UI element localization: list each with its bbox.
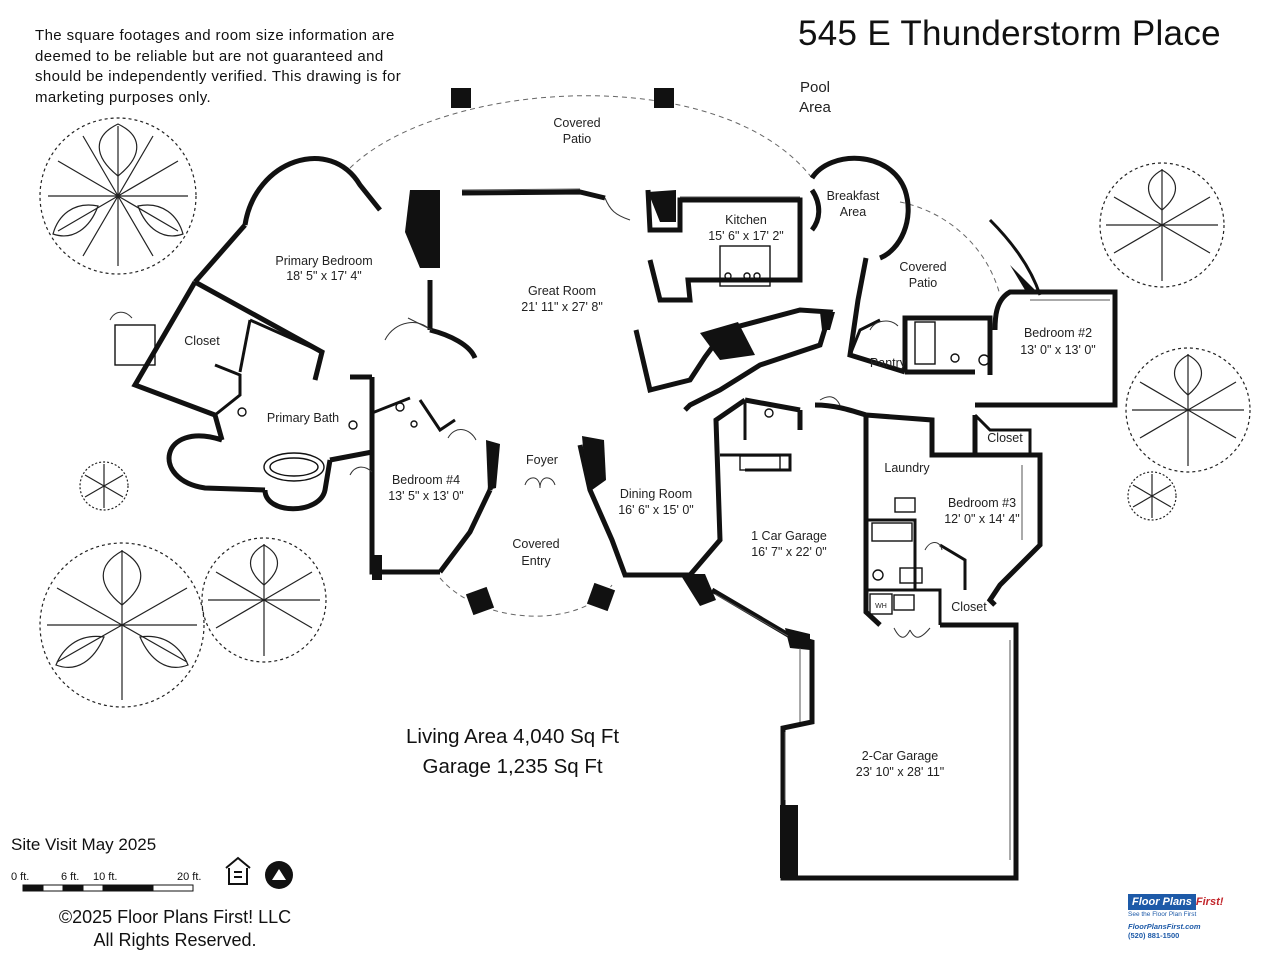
breakfast-label-1: Breakfast xyxy=(827,189,880,203)
property-address-title: 545 E Thunderstorm Place xyxy=(798,14,1221,53)
bathtub-icon-bedroom2 xyxy=(914,321,936,365)
tree-icon-mid-right xyxy=(1125,347,1251,473)
patio-columns xyxy=(451,88,674,616)
wall-blocks xyxy=(372,190,1035,878)
bathtub-icon-bedroom3 xyxy=(871,522,913,542)
covered-entry-label-1: Covered xyxy=(512,537,559,551)
primary-bedroom-size: 18' 5" x 17' 4" xyxy=(286,269,362,283)
bathtub-icon xyxy=(263,452,325,482)
rights-line: All Rights Reserved. xyxy=(93,930,257,950)
closet-bedroom2-label: Closet xyxy=(987,431,1023,445)
bedroom3-name: Bedroom #3 xyxy=(948,496,1016,510)
logo-tagline: See the Floor Plan First xyxy=(1128,911,1197,918)
tree-icon-bottom-center-left xyxy=(201,537,327,663)
logo-website: FloorPlansFirst.com xyxy=(1128,922,1201,931)
garage1-name: 1 Car Garage xyxy=(751,529,827,543)
kitchen-name: Kitchen xyxy=(725,213,767,227)
scale-label-20: 20 ft. xyxy=(177,871,202,883)
pantry-label: Pantry xyxy=(870,356,907,370)
area-summary: Living Area 4,040 Sq Ft Garage 1,235 Sq … xyxy=(406,722,619,782)
patio-dashed-outlines xyxy=(349,95,1001,617)
covered-entry-label-2: Entry xyxy=(521,554,551,568)
kitchen-size: 15' 6" x 17' 2" xyxy=(708,229,784,243)
closet-bedroom3-label: Closet xyxy=(951,600,987,614)
tree-icon-top-right xyxy=(1099,162,1225,288)
garage2-size: 23' 10" x 28' 11" xyxy=(856,765,944,779)
scale-bar xyxy=(22,884,194,892)
window-lines xyxy=(461,188,1110,860)
primary-bath-label: Primary Bath xyxy=(267,411,339,425)
tree-icon-top-left xyxy=(39,117,197,275)
door-swings xyxy=(109,197,943,638)
covered-patio-label-2: Patio xyxy=(563,132,592,146)
exterior-walls xyxy=(131,155,1118,881)
pool-area-label-1: Pool xyxy=(800,79,830,96)
room-labels: Pool Area Covered Patio Breakfast Area C… xyxy=(184,79,1095,779)
kitchen-island-icon xyxy=(719,245,771,287)
scale-label-6: 6 ft. xyxy=(61,871,80,883)
covered-patio-label-1: Covered xyxy=(553,116,600,130)
covered-patio-2-label-2: Patio xyxy=(909,276,938,290)
copyright-line: ©2025 Floor Plans First! LLC xyxy=(58,907,292,927)
scale-label-0: 0 ft. xyxy=(11,871,30,883)
pool-area-label-2: Area xyxy=(799,99,831,116)
dining-room-size: 16' 6" x 15' 0" xyxy=(618,503,694,517)
bedroom3-size: 12' 0" x 14' 4" xyxy=(944,512,1020,526)
scale-label-10: 10 ft. xyxy=(93,871,118,883)
logo-brand-a: Floor Plans xyxy=(1128,894,1196,910)
breakfast-label-2: Area xyxy=(840,205,866,219)
striped-feature xyxy=(988,218,1042,296)
closet-primary-label: Closet xyxy=(184,334,220,348)
copyright-block: ©2025 Floor Plans First! LLC All Rights … xyxy=(0,906,350,952)
water-heater-label: WH xyxy=(875,603,887,610)
garage2-name: 2-Car Garage xyxy=(862,749,938,763)
bedroom2-name: Bedroom #2 xyxy=(1024,326,1092,340)
realtor-badge-icon xyxy=(265,861,293,889)
logo-phone: (520) 881-1500 xyxy=(1128,931,1180,940)
sink-icon xyxy=(899,567,923,584)
interior-walls xyxy=(214,318,1032,625)
disclaimer-text: The square footages and room size inform… xyxy=(35,27,402,106)
foyer-label: Foyer xyxy=(526,453,558,467)
water-heater-box xyxy=(869,593,893,615)
great-room-name: Great Room xyxy=(528,284,596,298)
tree-icon-mid-left xyxy=(79,461,129,511)
covered-patio-2-label-1: Covered xyxy=(899,260,946,274)
logo-brand-b: First! xyxy=(1195,896,1224,908)
washer-icon xyxy=(894,497,916,513)
great-room-size: 21' 11" x 27' 8" xyxy=(521,300,603,314)
tree-icon-small-right xyxy=(1127,471,1177,521)
dining-room-name: Dining Room xyxy=(620,487,692,501)
garage-area-total: Garage 1,235 Sq Ft xyxy=(422,755,603,778)
tree-icons xyxy=(39,117,1251,708)
living-area-total: Living Area 4,040 Sq Ft xyxy=(406,725,620,748)
garage1-size: 16' 7" x 22' 0" xyxy=(751,545,827,559)
primary-bedroom-name: Primary Bedroom xyxy=(275,254,372,268)
equal-housing-icon xyxy=(225,856,251,885)
bedroom4-name: Bedroom #4 xyxy=(392,473,460,487)
laundry-label: Laundry xyxy=(884,461,930,475)
tree-icon-bottom-left xyxy=(39,542,205,708)
bedroom4-size: 13' 5" x 13' 0" xyxy=(388,489,464,503)
site-visit-date: Site Visit May 2025 xyxy=(11,835,157,854)
bedroom2-size: 13' 0" x 13' 0" xyxy=(1020,343,1096,357)
fixtures xyxy=(114,245,990,615)
